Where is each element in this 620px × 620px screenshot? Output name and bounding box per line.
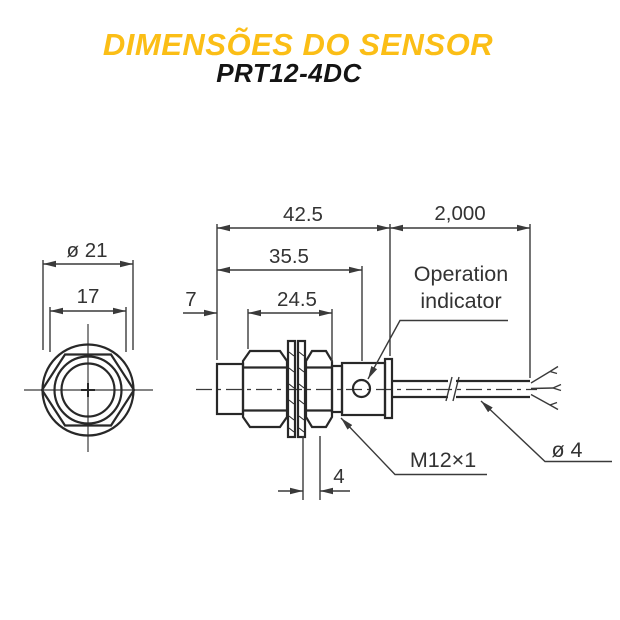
front-view: ø 21 17	[24, 239, 153, 452]
callout-labels: Operation indicator M12×1 ø 4	[340, 262, 612, 476]
side-view	[196, 339, 562, 439]
cable-diameter-label: ø 4	[551, 438, 582, 462]
side-view-dimensions: 42.5 2,000 35.5 24.5 7 4	[183, 202, 531, 500]
washer-1	[286, 339, 297, 439]
washer-1-serrations	[288, 351, 295, 433]
hex-nut-outline	[40, 353, 136, 427]
washer-2-serrations	[298, 351, 305, 433]
end-ring	[383, 357, 394, 420]
dim-total-length-text: 42.5	[283, 203, 323, 226]
thread-circle	[53, 355, 123, 425]
hex-nut-2	[304, 349, 334, 429]
dim-washer-width-text: 4	[333, 465, 344, 488]
page-title: DIMENSÕES DO SENSOR	[102, 27, 494, 62]
cable-break	[445, 376, 453, 402]
sensor-model-title: PRT12-4DC	[216, 58, 362, 88]
operation-indicator-label-line2: indicator	[420, 289, 501, 313]
operation-indicator-leader	[367, 319, 508, 380]
operation-indicator-label-line1: Operation	[414, 262, 508, 286]
thread-spec-label: M12×1	[410, 448, 476, 472]
wire-end-3	[530, 393, 559, 411]
core-circle	[60, 362, 116, 418]
wire-end-1	[530, 365, 559, 384]
thread-spec-leader	[340, 417, 487, 476]
dim-body-length-text: 35.5	[269, 245, 309, 268]
led-indicator	[351, 378, 372, 399]
dim-across-flats-text: 17	[77, 285, 100, 308]
dim-cable-length-text: 2,000	[434, 202, 485, 225]
dim-thread-length-text: 24.5	[277, 288, 317, 311]
dim-outer-diameter-text: ø 21	[66, 239, 107, 262]
dim-front-cap-text: 7	[185, 288, 196, 311]
cable-diameter-leader	[480, 400, 612, 463]
wire-end-2	[530, 383, 562, 392]
